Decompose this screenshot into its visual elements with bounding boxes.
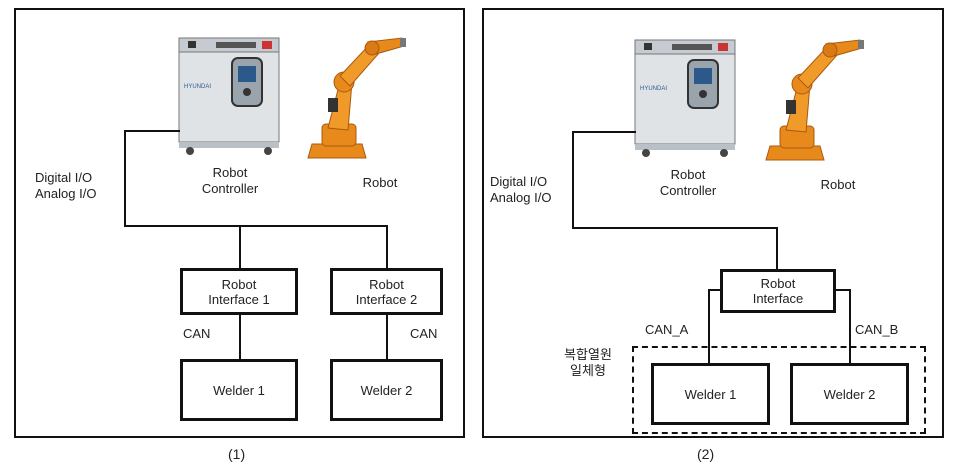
io-wire bbox=[124, 225, 388, 227]
welder-2-box: Welder 2 bbox=[790, 363, 909, 425]
io-wire bbox=[386, 225, 388, 270]
can-wire bbox=[708, 289, 710, 365]
welder-1-box: Welder 1 bbox=[651, 363, 770, 425]
welder-2-box: Welder 2 bbox=[330, 359, 443, 421]
can-a-label: CAN_A bbox=[645, 322, 689, 337]
welder-1-box: Welder 1 bbox=[180, 359, 298, 421]
can-wire bbox=[708, 289, 722, 291]
can-wire bbox=[239, 313, 241, 361]
io-wire bbox=[572, 227, 778, 229]
robot-controller-label: Robot Controller bbox=[659, 167, 717, 198]
can-label-2: CAN bbox=[410, 326, 438, 341]
io-wire bbox=[776, 227, 778, 271]
robot-interface-box: Robot Interface bbox=[720, 269, 836, 313]
can-wire bbox=[849, 289, 851, 365]
can-wire bbox=[834, 289, 851, 291]
robot-controller-image: HYUNDAI bbox=[634, 39, 736, 157]
io-wire bbox=[124, 130, 126, 227]
can-wire bbox=[386, 313, 388, 361]
robot-arm-image bbox=[307, 37, 406, 159]
io-label: Digital I/O Analog I/O bbox=[35, 170, 97, 201]
can-label-1: CAN bbox=[183, 326, 211, 341]
panel-2-caption: (2) bbox=[697, 446, 715, 462]
welder-group-label: 복합열원 일체형 bbox=[564, 347, 612, 378]
io-wire bbox=[572, 131, 636, 133]
io-wire bbox=[572, 131, 574, 229]
robot-interface-2-box: Robot Interface 2 bbox=[330, 268, 443, 315]
robot-arm-image bbox=[765, 39, 864, 161]
robot-interface-1-box: Robot Interface 1 bbox=[180, 268, 298, 315]
panel-1-caption: (1) bbox=[228, 446, 246, 462]
io-wire bbox=[239, 225, 241, 270]
can-b-label: CAN_B bbox=[855, 322, 899, 337]
brand-logo: HYUNDAI bbox=[640, 86, 667, 92]
robot-label: Robot bbox=[362, 175, 398, 190]
robot-label: Robot bbox=[820, 177, 856, 192]
brand-logo: HYUNDAI bbox=[184, 84, 211, 90]
robot-controller-image: HYUNDAI bbox=[178, 37, 280, 155]
robot-controller-label: Robot Controller bbox=[201, 165, 259, 196]
welder-group-outline bbox=[632, 346, 926, 434]
io-wire bbox=[124, 130, 180, 132]
io-label: Digital I/O Analog I/O bbox=[490, 174, 552, 205]
